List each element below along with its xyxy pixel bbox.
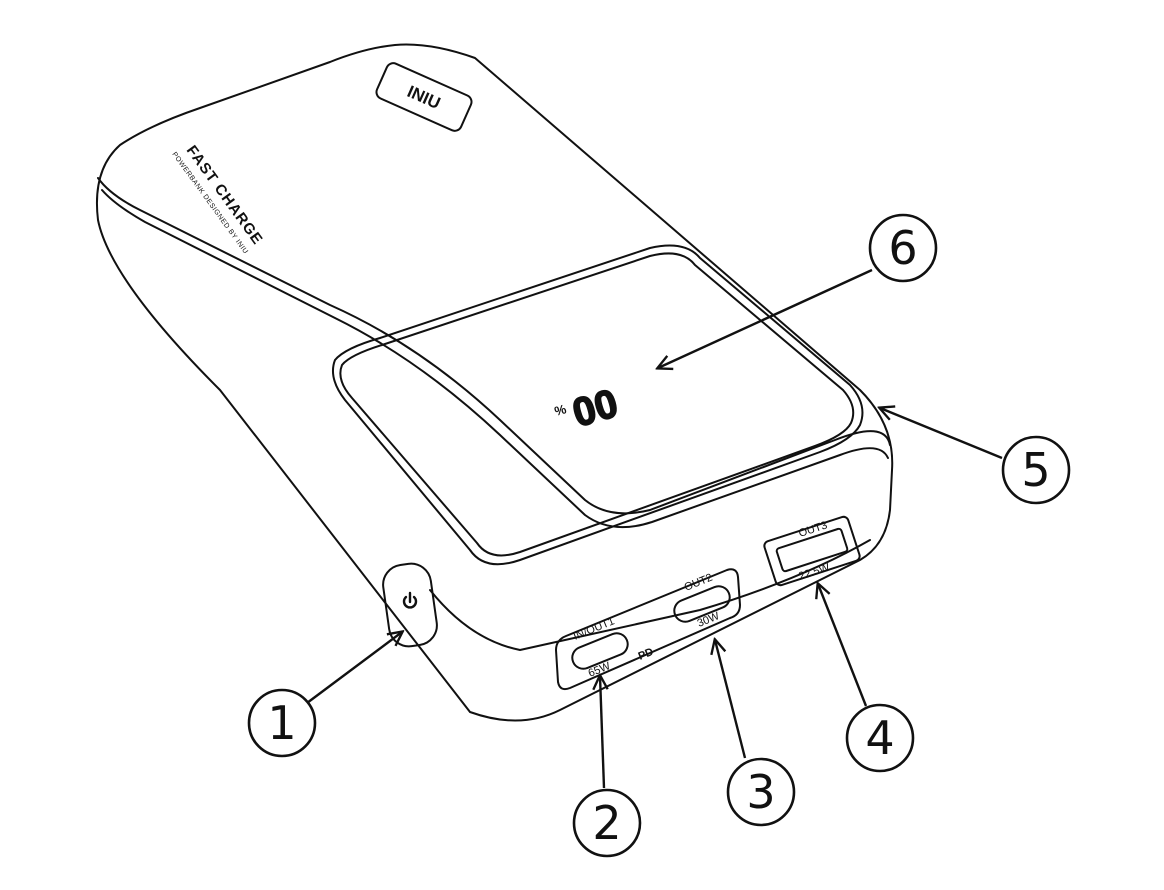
callout-number-6: 6 xyxy=(888,221,917,275)
usb-c-out2-port xyxy=(673,585,731,623)
callout-number-5: 5 xyxy=(1021,443,1050,497)
display-digits: 00 xyxy=(568,381,623,436)
callout-number-2: 2 xyxy=(592,796,621,850)
display-percent: % xyxy=(553,401,569,419)
bottom-seam xyxy=(429,539,871,651)
logo-badge xyxy=(375,62,473,132)
out3-rating: 22.5W xyxy=(797,561,832,582)
callout-number-4: 4 xyxy=(865,711,894,765)
arrow-1 xyxy=(306,632,402,704)
usb-a-out3-frame xyxy=(763,515,861,587)
usb-c-port-group-outline xyxy=(555,568,741,691)
logo-text: INIU xyxy=(404,82,443,113)
screen-panel-outline xyxy=(332,244,864,566)
callout-markers xyxy=(247,213,1071,858)
callout-number-1: 1 xyxy=(267,696,296,750)
callout-circle-2 xyxy=(572,788,642,858)
usb-c-in-out1-port xyxy=(571,632,629,670)
callout-arrows xyxy=(306,268,1003,789)
arrow-3 xyxy=(715,640,747,759)
callout-circle-4 xyxy=(845,703,915,773)
callout-number-3: 3 xyxy=(746,765,775,819)
screen-panel-inner xyxy=(339,252,855,557)
headline-text: FAST CHARGE xyxy=(183,142,266,248)
callout-circle-3 xyxy=(726,757,796,827)
callout-numbers: 1 2 3 4 5 6 xyxy=(267,221,1050,850)
arrow-2 xyxy=(600,676,604,789)
top-face-edge xyxy=(97,177,891,515)
arrow-5 xyxy=(880,408,1003,460)
in-out1-label: IN/OUT1 xyxy=(572,615,617,642)
arrow-6 xyxy=(658,268,873,368)
power-button xyxy=(382,562,438,648)
power-icon xyxy=(402,591,418,609)
usb-a-out3-port xyxy=(775,527,849,573)
device-print: INIU FAST CHARGE POWERBANK DESIGNED BY I… xyxy=(170,82,831,680)
out2-label: OUT2 xyxy=(683,572,715,594)
body-outline xyxy=(95,43,894,722)
device-body xyxy=(95,43,894,722)
callout-circle-5 xyxy=(1001,435,1071,505)
arrow-4 xyxy=(818,584,868,707)
top-face-edge-inner xyxy=(101,189,889,529)
callout-circle-6 xyxy=(868,213,938,283)
pd-mark: PD xyxy=(637,646,656,663)
callout-circle-1 xyxy=(247,688,317,758)
